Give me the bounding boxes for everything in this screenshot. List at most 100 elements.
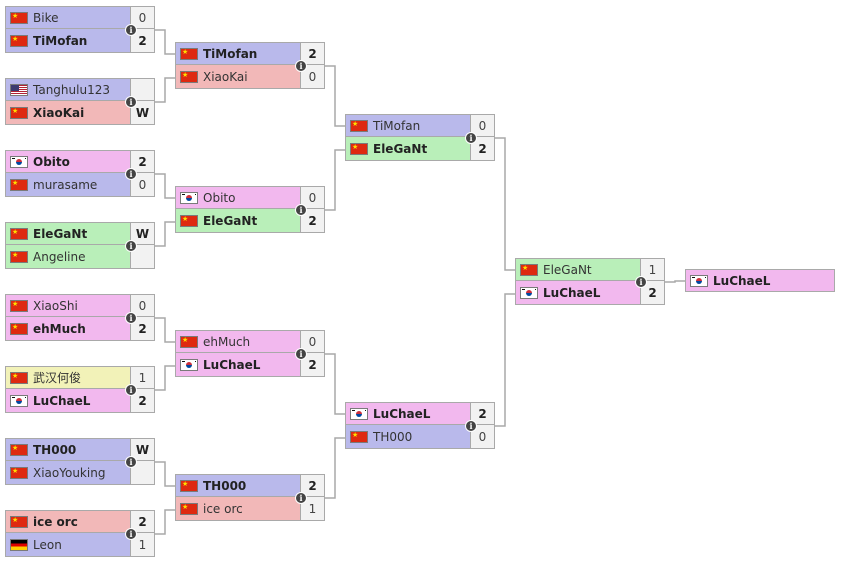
player-name[interactable]: Angeline <box>33 249 86 264</box>
champion-entry[interactable]: LuChaeL <box>686 270 834 291</box>
player-entry[interactable]: LuChaeL <box>516 281 640 304</box>
player-entry[interactable]: TH000 <box>6 439 130 460</box>
player-name[interactable]: TiMofan <box>203 46 258 61</box>
player-name[interactable]: XiaoKai <box>33 105 85 120</box>
match-info-icon[interactable]: i <box>635 276 647 288</box>
player-name[interactable]: LuChaeL <box>543 285 601 300</box>
match-info-icon[interactable]: i <box>125 384 137 396</box>
player-name[interactable]: EleGaNt <box>33 226 88 241</box>
player-entry[interactable]: TiMofan <box>346 115 470 136</box>
player-name[interactable]: XiaoShi <box>33 298 78 313</box>
match-info-icon[interactable]: i <box>465 420 477 432</box>
player-name[interactable]: TH000 <box>33 442 77 457</box>
player-entry[interactable]: EleGaNt <box>346 137 470 160</box>
player-entry[interactable]: XiaoShi <box>6 295 130 316</box>
match-info-icon[interactable]: i <box>295 204 307 216</box>
match-info-icon[interactable]: i <box>295 492 307 504</box>
score-cell: 0 <box>470 425 494 448</box>
player-entry[interactable]: ice orc <box>176 497 300 520</box>
player-name[interactable]: ehMuch <box>203 334 251 349</box>
match-info-icon[interactable]: i <box>295 60 307 72</box>
player-entry[interactable]: TH000 <box>176 475 300 496</box>
player-entry[interactable]: EleGaNt <box>6 223 130 244</box>
player-entry[interactable]: LuChaeL <box>346 403 470 424</box>
player-name[interactable]: murasame <box>33 177 98 192</box>
match-info-icon[interactable]: i <box>125 96 137 108</box>
player-entry[interactable]: EleGaNt <box>516 259 640 280</box>
player-entry[interactable]: LuChaeL <box>176 353 300 376</box>
player-name[interactable]: XiaoKai <box>203 69 248 84</box>
player-name[interactable]: Obito <box>203 190 236 205</box>
player-name[interactable]: ice orc <box>33 514 78 529</box>
match-info-icon[interactable]: i <box>465 132 477 144</box>
player-entry[interactable]: murasame <box>6 173 130 196</box>
match-info-icon[interactable]: i <box>125 24 137 36</box>
match-info-icon[interactable]: i <box>125 528 137 540</box>
player-name[interactable]: ehMuch <box>33 321 86 336</box>
player-name[interactable]: TH000 <box>203 478 247 493</box>
player-entry[interactable]: ehMuch <box>176 331 300 352</box>
player-entry[interactable]: TH000 <box>346 425 470 448</box>
player-name[interactable]: Tanghulu123 <box>33 82 110 97</box>
player-name[interactable]: Leon <box>33 537 62 552</box>
player-name[interactable]: TH000 <box>373 429 413 444</box>
player-slot[interactable]: TiMofan 0 <box>345 114 495 137</box>
player-name[interactable]: EleGaNt <box>203 213 258 228</box>
player-slot[interactable]: Tanghulu123 <box>5 78 155 101</box>
player-name[interactable]: XiaoYouking <box>33 465 106 480</box>
player-name[interactable]: 武汉何俊 <box>33 371 82 385</box>
player-name[interactable]: LuChaeL <box>203 357 261 372</box>
score-cell: 0 <box>470 115 494 136</box>
player-entry[interactable]: XiaoKai <box>6 101 130 124</box>
player-entry[interactable]: XiaoYouking <box>6 461 130 484</box>
champion-name[interactable]: LuChaeL <box>713 273 771 288</box>
player-name[interactable]: EleGaNt <box>543 262 592 277</box>
player-entry[interactable]: TiMofan <box>6 29 130 52</box>
champion-slot[interactable]: LuChaeL <box>685 269 835 292</box>
player-name[interactable]: Obito <box>33 154 70 169</box>
match-info-icon[interactable]: i <box>295 348 307 360</box>
player-name[interactable]: LuChaeL <box>33 393 91 408</box>
player-entry[interactable]: XiaoKai <box>176 65 300 88</box>
player-entry[interactable]: ice orc <box>6 511 130 532</box>
player-entry[interactable]: Obito <box>6 151 130 172</box>
match-info-icon[interactable]: i <box>125 456 137 468</box>
player-name[interactable]: LuChaeL <box>373 406 431 421</box>
connector-line <box>495 293 515 427</box>
player-name[interactable]: TiMofan <box>33 33 88 48</box>
player-entry[interactable]: ehMuch <box>6 317 130 340</box>
player-name[interactable]: ice orc <box>203 501 243 516</box>
player-entry[interactable]: Obito <box>176 187 300 208</box>
player-entry[interactable]: Tanghulu123 <box>6 79 130 100</box>
match-info-icon[interactable]: i <box>125 240 137 252</box>
player-entry[interactable]: LuChaeL <box>6 389 130 412</box>
player-entry[interactable]: Angeline <box>6 245 130 268</box>
player-entry[interactable]: Leon <box>6 533 130 556</box>
player-name[interactable]: TiMofan <box>373 118 421 133</box>
player-name[interactable]: EleGaNt <box>373 141 428 156</box>
player-entry[interactable]: 武汉何俊 <box>6 367 130 388</box>
player-name[interactable]: Bike <box>33 10 59 25</box>
match-info-icon[interactable]: i <box>125 168 137 180</box>
match-info-icon[interactable]: i <box>125 312 137 324</box>
player-entry[interactable]: Bike <box>6 7 130 28</box>
player-entry[interactable]: EleGaNt <box>176 209 300 232</box>
player-entry[interactable]: TiMofan <box>176 43 300 64</box>
